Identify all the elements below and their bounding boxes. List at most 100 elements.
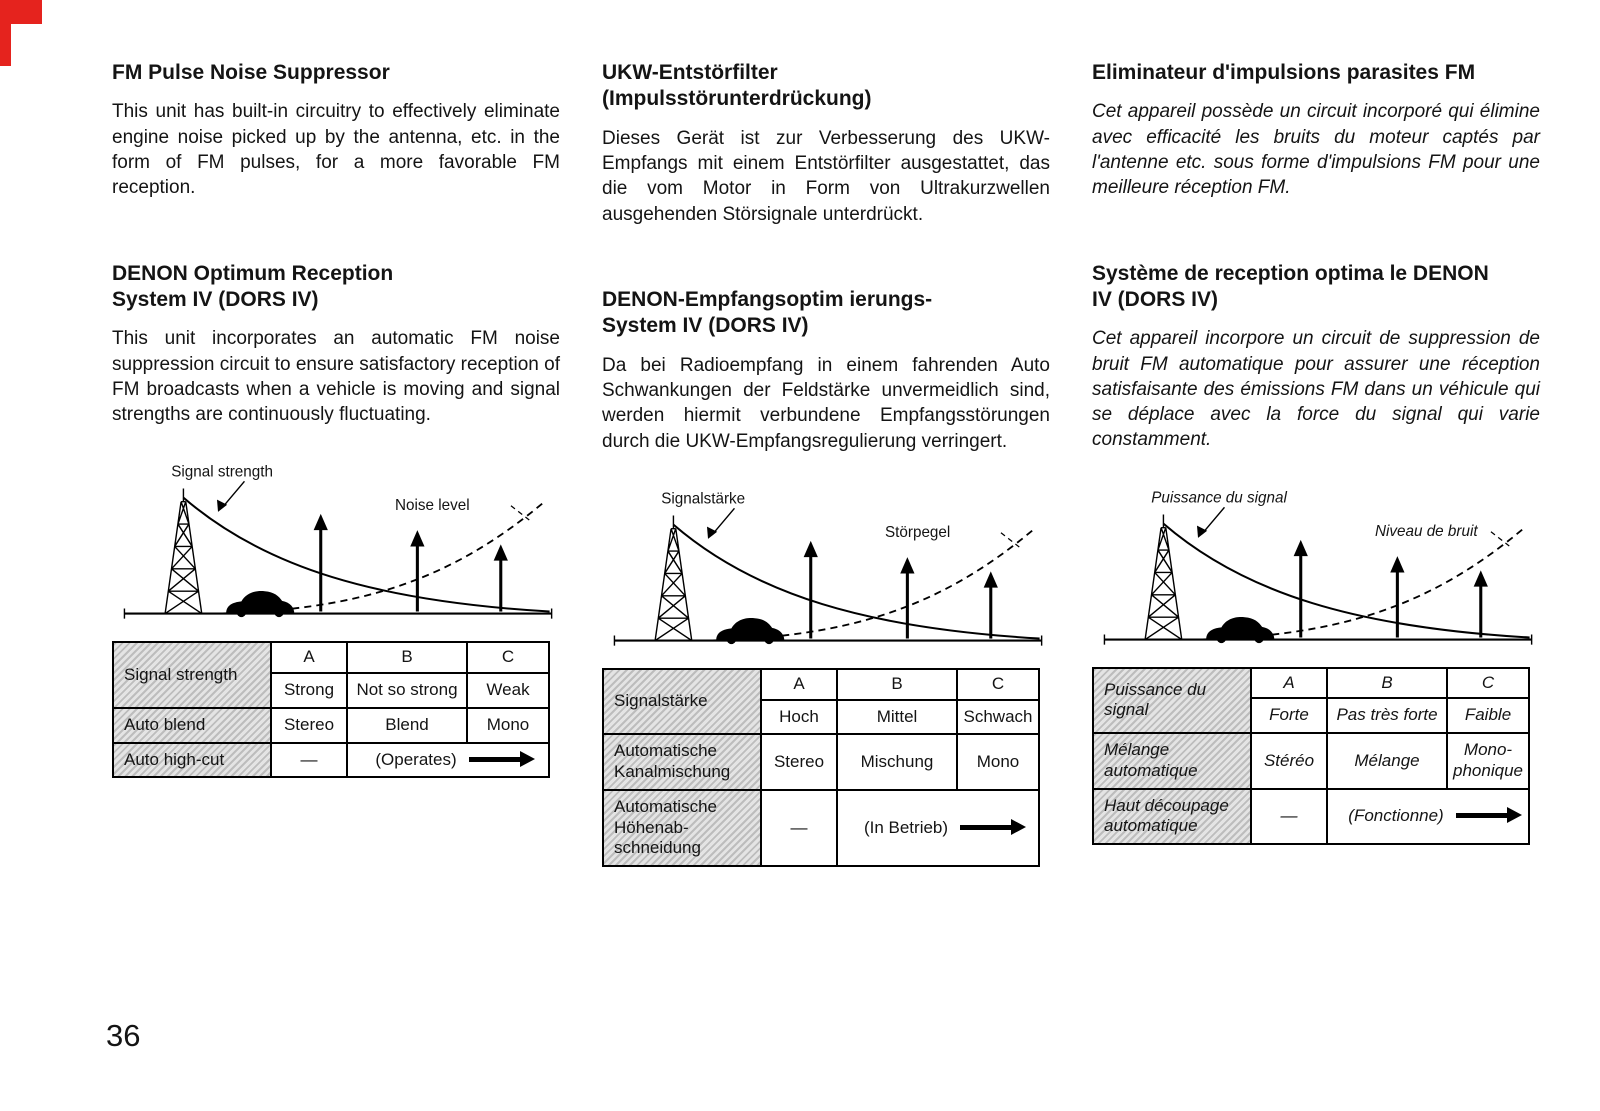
column-header-a: A [760,667,838,701]
table-row-label: Automatische Kanalmischung [602,733,762,791]
signal-arrow-c-head [1473,570,1488,587]
signal-curve [672,523,1040,640]
signal-arrow-b-head [1390,555,1405,573]
table-cell: (In Betrieb) [836,788,1040,868]
table-cell: Stereo [270,706,348,744]
section-body: Cet appareil possède un circuit incorpor… [1092,101,1540,199]
signal-arrow-b-head [410,530,425,547]
section-title: UKW-Entstörfilter (Impulsstörunterdrücku… [602,61,872,111]
page-number: 36 [106,1018,141,1053]
column-header-a: A [270,641,348,675]
signal-label-arrowhead [216,500,228,513]
reception-table: Signal strength A B C Strong Not so stro… [112,641,550,779]
section-body: Cet appareil incorpore un circuit de sup… [1092,328,1540,451]
table-cell: Hoch [760,698,838,736]
table-cell: Mischung [836,733,958,791]
columns-container: FM Pulse Noise Suppressor This unit has … [112,60,1540,868]
operates-text: (Operates) [375,749,457,769]
column-german: UKW-Entstörfilter (Impulsstörunterdrücku… [602,60,1050,868]
table-cell: Blend [346,706,468,744]
signal-arrow-a-head [803,540,818,558]
signal-arrow-c-head [493,544,508,562]
table-corner-label: Puissance du signal [1092,666,1252,735]
table-cell: (Fonctionne) [1326,787,1530,846]
noise-curve [709,527,1036,642]
table-corner-label: Signalstärke [602,667,762,736]
reception-diagram: Signalstärke Störpegel [613,490,1043,646]
column-header-c: C [466,641,550,675]
section-body: This unit has built-in circuitry to effe… [112,101,560,199]
operates-arrow-icon [1455,807,1522,824]
table-row-label: Haut découpage automatique [1092,787,1252,846]
signal-label-leader [1201,506,1226,534]
table-cell: (Operates) [346,741,550,779]
noise-label-leader [1000,532,1020,548]
signal-label-leader [711,507,736,536]
table-cell: Schwach [956,698,1040,736]
column-header-b: B [1326,666,1448,700]
section-body: Da bei Radioempfang in einem fahrenden A… [602,354,1050,452]
noise-level-label: Noise level [395,497,470,514]
signal-arrow-a-head [313,514,328,531]
signal-label-arrowhead [1196,525,1208,538]
reception-table: Puissance du signal A B C Forte Pas très… [1092,666,1530,846]
noise-level-label: Niveau de bruit [1375,523,1478,540]
table-row-label: Auto high-cut [112,741,272,779]
noise-label-leader [510,505,530,521]
table-cell: Mono [956,733,1040,791]
table-cell: — [1250,787,1328,846]
noise-level-label: Störpegel [885,524,950,541]
section-title: Système de reception optima le DENON IV … [1092,261,1489,311]
signal-arrow-b-head [900,557,915,574]
section-title: DENON Optimum Reception System IV (DORS … [112,261,394,311]
table-cell: Pas très forte [1326,697,1448,735]
car-icon [226,591,295,615]
section-title: DENON-Empfangsoptim ierungs- System IV (… [602,287,933,338]
table-cell: Forte [1250,697,1328,735]
column-header-c: C [956,667,1040,701]
table-cell: Mélange [1326,732,1448,790]
table-cell: Mittel [836,698,958,736]
table-cell: Faible [1446,697,1530,735]
table-cell: — [760,788,838,868]
table-corner-label: Signal strength [112,641,272,709]
red-edge-mark [0,0,11,66]
operates-arrow-icon [960,818,1027,835]
noise-curve [1199,526,1526,641]
signal-label-leader [221,481,246,509]
table-cell: Stereo [760,733,838,791]
signal-strength-label: Signalstärke [661,490,745,507]
signal-curve [182,497,550,614]
section-body: Dieses Gerät ist zur Verbesserung des UK… [602,127,1050,225]
column-english: FM Pulse Noise Suppressor This unit has … [112,60,560,867]
reception-diagram: Signal strength Noise level [123,464,553,620]
column-header-a: A [1250,666,1328,700]
table-cell: Mono [466,706,550,744]
section-body: This unit incorporates an automatic FM n… [112,328,560,426]
signal-strength-label: Puissance du signal [1151,489,1287,506]
table-cell: Mono- phonique [1446,732,1530,790]
table-row-label: Automatische Höhenab- schneidung [602,788,762,868]
noise-curve [219,501,546,615]
operates-text: (In Betrieb) [863,817,949,837]
table-row-label: Mélange automatique [1092,732,1252,790]
noise-label-leader [1490,531,1510,547]
section-title: Eliminateur d'impulsions parasites FM [1092,61,1476,84]
signal-curve [1162,522,1530,639]
section-title: FM Pulse Noise Suppressor [112,61,390,84]
operates-arrow-icon [468,750,535,767]
signal-strength-label: Signal strength [171,464,273,481]
column-header-b: B [346,641,468,675]
table-row-label: Auto blend [112,706,272,744]
column-french: Eliminateur d'impulsions parasites FM Ce… [1092,60,1540,867]
table-cell: — [270,741,348,779]
column-header-c: C [1446,666,1530,700]
signal-arrow-a-head [1293,539,1308,556]
table-cell: Not so strong [346,672,468,709]
car-icon [1206,616,1275,640]
column-header-b: B [836,667,958,701]
operates-text: (Fonctionne) [1348,806,1444,826]
reception-table: Signalstärke A B C Hoch Mittel Schwach A… [602,667,1040,868]
signal-label-arrowhead [706,526,718,539]
